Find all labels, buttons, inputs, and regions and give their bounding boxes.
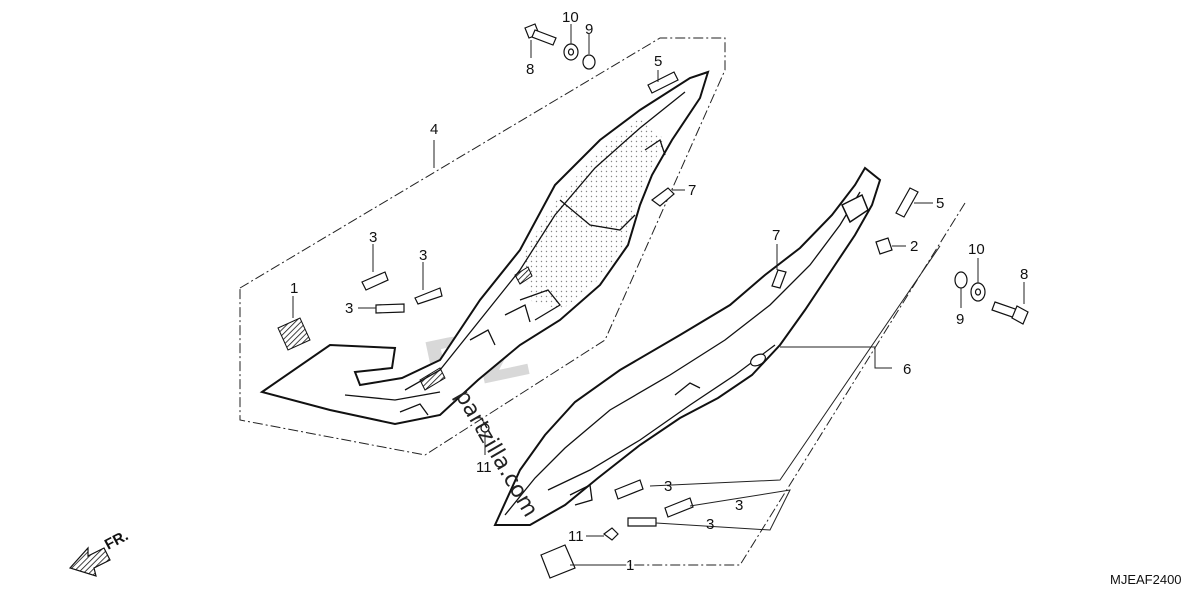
cushion-3e [664, 497, 694, 518]
callout-3-a: 3 [369, 229, 377, 246]
front-label: FR. [102, 527, 131, 553]
left-side-cover [259, 70, 710, 426]
callout-3-f: 3 [706, 516, 714, 533]
assembly-6-boundary [562, 202, 966, 566]
callout-11-bottom: 11 [568, 528, 584, 545]
washer-10-right [970, 282, 986, 302]
cushion-2 [875, 237, 893, 255]
callout-11-left: 11 [476, 459, 492, 476]
nut-9-right [954, 271, 968, 289]
washer-10-top [563, 43, 579, 61]
callout-9-right: 9 [956, 311, 964, 328]
right-side-cover [493, 166, 882, 526]
front-arrow-icon [68, 546, 111, 577]
callout-4: 4 [430, 121, 438, 138]
cushion-5-right [895, 187, 919, 218]
callout-3-d: 3 [664, 478, 672, 495]
leader-lines [292, 24, 1025, 566]
grommet-11-bottom [603, 527, 619, 541]
callout-5-right: 5 [936, 195, 944, 212]
diagram-code: MJEAF2400 [1110, 572, 1182, 587]
cushion-3f [627, 517, 657, 527]
callout-1-left: 1 [290, 280, 298, 297]
callout-3-e: 3 [735, 497, 743, 514]
callout-2: 2 [910, 238, 918, 255]
callout-10-right: 10 [968, 241, 985, 258]
callout-8-top: 8 [526, 61, 534, 78]
cushion-5-top [647, 71, 679, 94]
callout-5-top: 5 [654, 53, 662, 70]
cushion-3d [614, 479, 644, 500]
cushion-3a [361, 271, 389, 291]
callout-1-bottom: 1 [626, 557, 634, 574]
callout-3-b: 3 [419, 247, 427, 264]
pad-1-bottom [540, 544, 576, 579]
callout-3-c: 3 [345, 300, 353, 317]
clip-7a [651, 187, 675, 207]
callout-7-b: 7 [772, 227, 780, 244]
nut-9-top [582, 54, 596, 70]
callout-7-a: 7 [688, 182, 696, 199]
watermark-text: partzilla.com [450, 386, 543, 522]
pad-1-left [277, 317, 311, 351]
cushion-3b [414, 287, 443, 305]
callout-8-right: 8 [1020, 266, 1028, 283]
bolt-8-top [524, 23, 557, 46]
assembly-4-boundary [239, 37, 726, 456]
callout-6: 6 [903, 361, 911, 378]
callouts: 1 1 2 3 3 3 3 3 3 4 5 5 6 7 7 8 8 9 9 10… [290, 9, 1028, 574]
cushion-3c [375, 303, 405, 314]
callout-10-top: 10 [562, 9, 579, 26]
front-direction-indicator: FR. [68, 527, 131, 577]
bolt-8-right [991, 301, 1029, 325]
callout-9-top: 9 [585, 21, 593, 38]
clip-7b [771, 269, 787, 289]
